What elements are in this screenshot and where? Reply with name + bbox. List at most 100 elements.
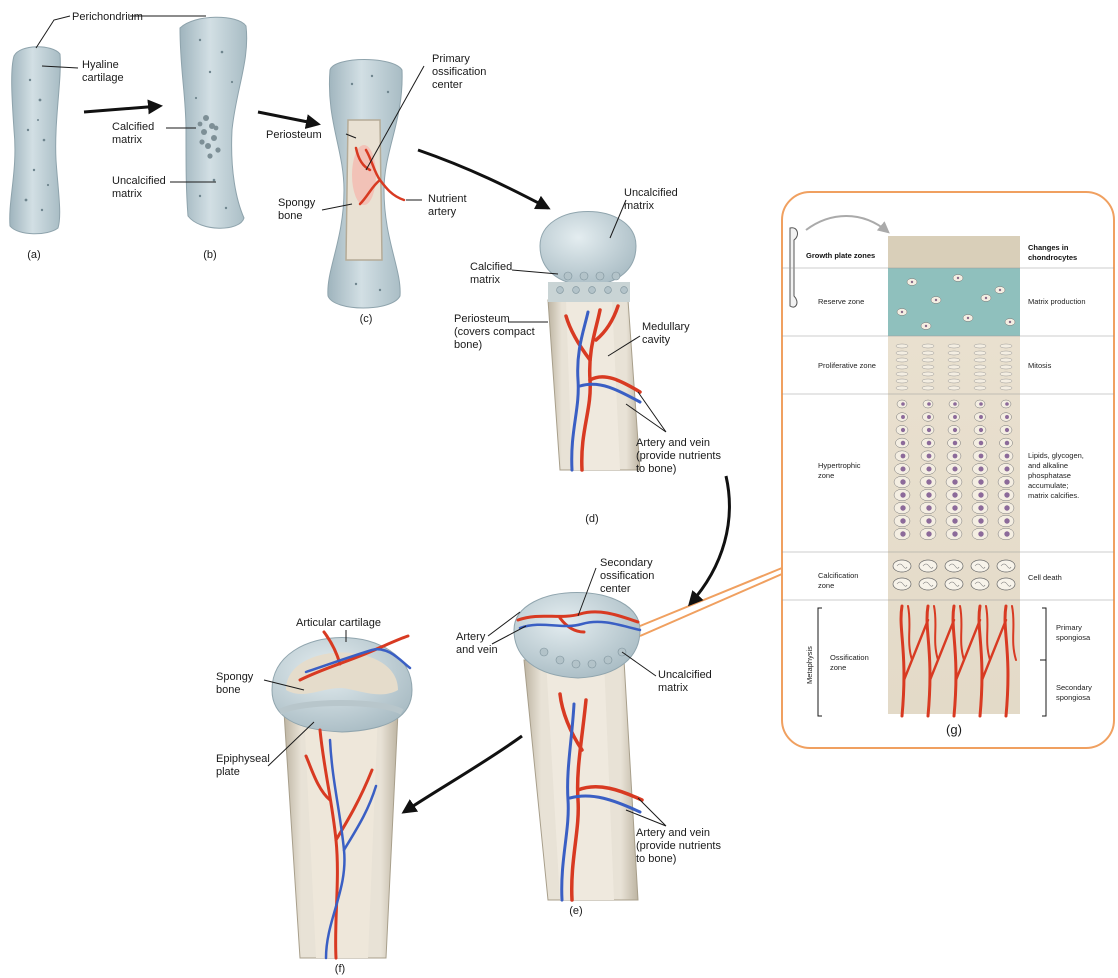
secondary-spongiosa-line2: spongiosa <box>1056 693 1091 702</box>
secondary-ossification-line1: Secondary <box>600 557 653 569</box>
changes-header-line2: chondrocytes <box>1028 253 1077 262</box>
ossification-zone-label-line2: zone <box>830 663 846 672</box>
hypertrophic-cell-nucleus <box>926 466 931 471</box>
hyaline-cartilage-label-line1: Hyaline <box>82 59 119 71</box>
hypertrophic-cell-nucleus <box>979 454 984 459</box>
panel-a-letter: (a) <box>27 249 40 261</box>
reserve-cell-nucleus <box>957 277 959 279</box>
hypertrophic-cell-nucleus <box>927 454 932 459</box>
hypertrophic-cell-nucleus <box>952 479 957 484</box>
articular-cartilage-label: Articular cartilage <box>296 617 381 629</box>
proliferative-cell <box>922 372 934 376</box>
hypertrophic-cell-nucleus <box>978 505 983 510</box>
hypertrophic-cell-nucleus <box>927 415 931 419</box>
arrow-e-to-f <box>404 736 522 812</box>
reserve-zone-change: Matrix production <box>1028 297 1086 306</box>
hypertrophic-change-line2: and alkaline <box>1028 461 1068 470</box>
calcified-matrix-b-line2: matrix <box>112 134 142 146</box>
hypertrophic-change-line4: accumulate; <box>1028 481 1068 490</box>
periosteum-d-line2: (covers compact <box>454 326 535 338</box>
panel-e-letter: (e) <box>569 905 582 917</box>
hypertrophic-change-line1: Lipids, glycogen, <box>1028 451 1084 460</box>
reserve-cell-nucleus <box>925 325 927 327</box>
calcification-zone-label-line1: Calcification <box>818 571 858 580</box>
hypertrophic-cell-nucleus <box>979 402 983 406</box>
calcification-cell <box>971 578 989 590</box>
ossification-zone-label-line1: Ossification <box>830 653 869 662</box>
growth-plate-zones-header: Growth plate zones <box>806 251 875 260</box>
spongy-bone-f-line2: bone <box>216 684 240 696</box>
hypertrophic-cell-nucleus <box>926 518 931 523</box>
proliferative-zone-change: Mitosis <box>1028 361 1052 370</box>
proliferative-cell <box>922 358 934 362</box>
proliferative-cell <box>974 386 986 390</box>
reserve-zone-label: Reserve zone <box>818 297 864 306</box>
perichondrium-label: Perichondrium <box>72 11 143 23</box>
proliferative-cell <box>948 351 960 355</box>
calcified-matrix-d-line2: matrix <box>470 274 500 286</box>
panel-e-secondary-ossification <box>514 593 642 901</box>
hypertrophic-cell-nucleus <box>926 531 931 536</box>
primary-ossification-line2: ossification <box>432 66 486 78</box>
calcification-zone-label-line2: zone <box>818 581 834 590</box>
hypertrophic-cell-nucleus <box>978 466 983 471</box>
hypertrophic-cell-nucleus <box>926 479 931 484</box>
hypertrophic-cell-nucleus <box>953 415 957 419</box>
hypertrophic-cell-nucleus <box>900 492 905 497</box>
hypertrophic-cell-nucleus <box>1005 454 1010 459</box>
medullary-cavity-line1: Medullary <box>642 321 690 333</box>
hypertrophic-cell-nucleus <box>1004 466 1009 471</box>
hypertrophic-cell-nucleus <box>952 531 957 536</box>
panel-d-letter: (d) <box>585 513 598 525</box>
hypertrophic-cell-nucleus <box>952 492 957 497</box>
epiphyseal-plate-line1: Epiphyseal <box>216 753 270 765</box>
artery-vein-d-line2: (provide nutrients <box>636 450 721 462</box>
proliferative-cell <box>1000 351 1012 355</box>
hypertrophic-cell-nucleus <box>1004 479 1009 484</box>
primary-ossification-line1: Primary <box>432 53 470 65</box>
panel-c-letter: (c) <box>360 313 373 325</box>
arrow-d-to-e <box>690 476 729 604</box>
hypertrophic-cell-nucleus <box>900 531 905 536</box>
medullary-cavity-line2: cavity <box>642 334 671 346</box>
hypertrophic-cell-nucleus <box>901 428 905 432</box>
panel-d-medullary-cavity <box>540 212 640 471</box>
hypertrophic-change-line5: matrix calcifies. <box>1028 491 1079 500</box>
uncalcified-matrix-e-line1: Uncalcified <box>658 669 712 681</box>
artery-vein-d-line1: Artery and vein <box>636 437 710 449</box>
periosteum-d-line1: Periosteum <box>454 313 510 325</box>
hypertrophic-zone-label-line2: zone <box>818 471 834 480</box>
changes-header-line1: Changes in <box>1028 243 1069 252</box>
hypertrophic-cell-nucleus <box>979 415 983 419</box>
primary-spongiosa-line1: Primary <box>1056 623 1082 632</box>
panel-g-growth-plate-inset <box>640 192 1114 748</box>
periosteum-d-line3: bone) <box>454 339 482 351</box>
artery-vein-e-line1: Artery and vein <box>636 827 710 839</box>
hypertrophic-cell-nucleus <box>979 441 984 446</box>
hypertrophic-cell-nucleus <box>926 505 931 510</box>
proliferative-cell <box>948 344 960 348</box>
primary-spongiosa-line2: spongiosa <box>1056 633 1091 642</box>
panel-a-cartilage-model <box>10 47 61 234</box>
hypertrophic-cell-nucleus <box>900 518 905 523</box>
proliferative-cell <box>948 365 960 369</box>
reserve-cell-nucleus <box>901 311 903 313</box>
proliferative-cell <box>1000 372 1012 376</box>
hypertrophic-cell-nucleus <box>900 466 905 471</box>
panel-b-calcified-model <box>180 17 247 228</box>
calcification-cell <box>945 560 963 572</box>
reserve-cell-nucleus <box>967 317 969 319</box>
calcification-cell <box>893 560 911 572</box>
hypertrophic-cell-nucleus <box>900 505 905 510</box>
calcification-zone-change: Cell death <box>1028 573 1062 582</box>
spongy-bone-f-line1: Spongy <box>216 671 254 683</box>
reserve-cell-nucleus <box>911 281 913 283</box>
hypertrophic-cell-nucleus <box>927 441 932 446</box>
hypertrophic-cell-nucleus <box>978 492 983 497</box>
hypertrophic-cell-nucleus <box>1004 492 1009 497</box>
proliferative-cell <box>922 365 934 369</box>
proliferative-cell <box>974 379 986 383</box>
hypertrophic-cell-nucleus <box>978 518 983 523</box>
reserve-cell-nucleus <box>999 289 1001 291</box>
